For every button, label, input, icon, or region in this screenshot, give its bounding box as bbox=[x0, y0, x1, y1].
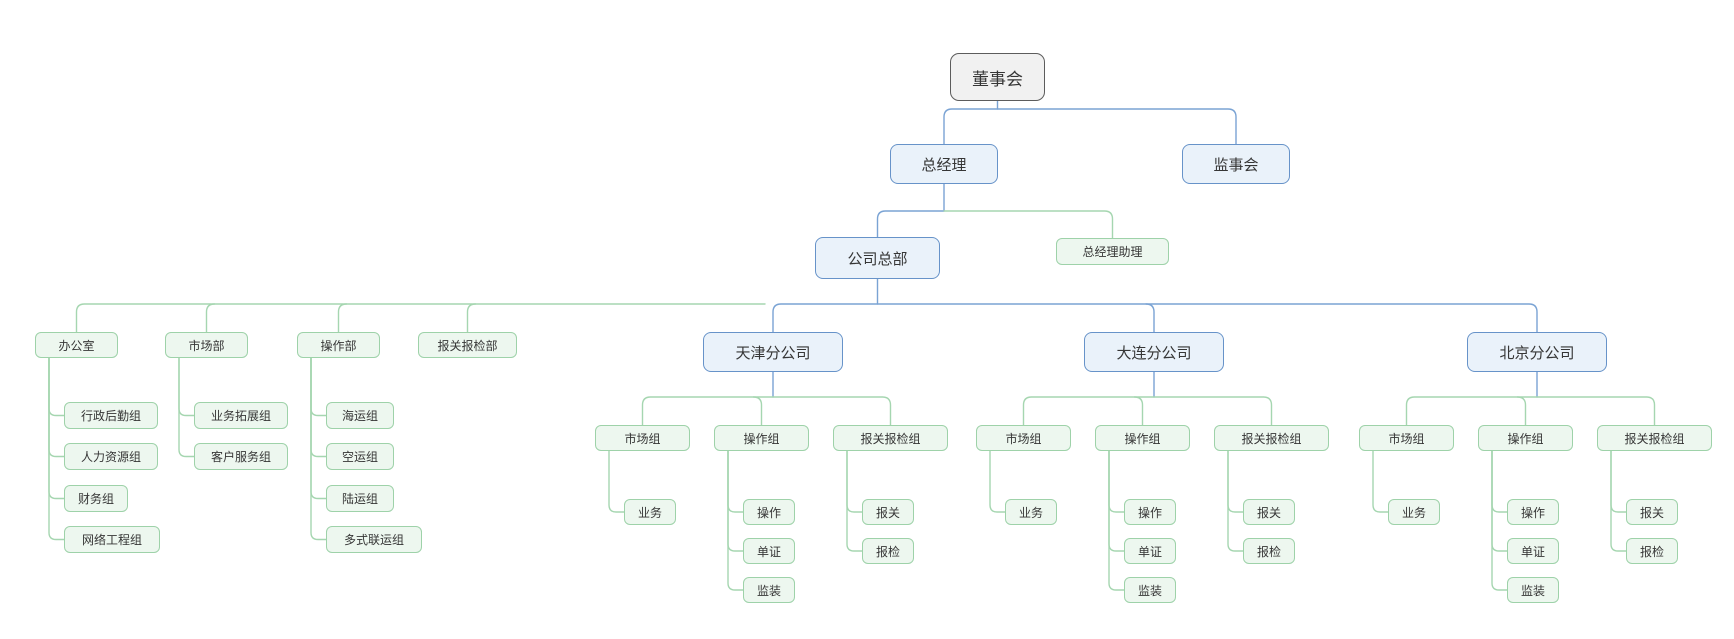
node-branch-tianjin[interactable]: 天津分公司 bbox=[703, 332, 843, 372]
node-tianjin-customs-group[interactable]: 报关报检组 bbox=[833, 425, 948, 451]
node-beijing-operation[interactable]: 操作 bbox=[1507, 499, 1559, 525]
node-beijing-business[interactable]: 业务 bbox=[1388, 499, 1440, 525]
node-dalian-docs[interactable]: 单证 bbox=[1124, 538, 1176, 564]
node-beijing-market-group[interactable]: 市场组 bbox=[1359, 425, 1454, 451]
node-dept-operations[interactable]: 操作部 bbox=[297, 332, 380, 358]
node-dalian-business[interactable]: 业务 bbox=[1005, 499, 1057, 525]
node-general-manager[interactable]: 总经理 bbox=[890, 144, 998, 184]
node-tianjin-business[interactable]: 业务 bbox=[624, 499, 676, 525]
node-tianjin-operation[interactable]: 操作 bbox=[743, 499, 795, 525]
node-dept-office[interactable]: 办公室 bbox=[35, 332, 118, 358]
node-air-freight-group[interactable]: 空运组 bbox=[326, 443, 394, 470]
node-dalian-market-group[interactable]: 市场组 bbox=[976, 425, 1071, 451]
node-dalian-declare[interactable]: 报关 bbox=[1243, 499, 1295, 525]
node-multimodal-group[interactable]: 多式联运组 bbox=[326, 526, 422, 553]
node-tianjin-supervision[interactable]: 监装 bbox=[743, 577, 795, 603]
node-dalian-operation[interactable]: 操作 bbox=[1124, 499, 1176, 525]
node-dept-marketing[interactable]: 市场部 bbox=[165, 332, 248, 358]
node-tianjin-ops-group[interactable]: 操作组 bbox=[714, 425, 809, 451]
node-finance-group[interactable]: 财务组 bbox=[64, 485, 128, 512]
node-admin-logistics-group[interactable]: 行政后勤组 bbox=[64, 402, 158, 429]
node-beijing-ops-group[interactable]: 操作组 bbox=[1478, 425, 1573, 451]
node-beijing-customs-group[interactable]: 报关报检组 bbox=[1597, 425, 1712, 451]
node-dalian-ops-group[interactable]: 操作组 bbox=[1095, 425, 1190, 451]
node-dalian-customs-group[interactable]: 报关报检组 bbox=[1214, 425, 1329, 451]
node-branch-dalian[interactable]: 大连分公司 bbox=[1084, 332, 1224, 372]
node-supervisory-board[interactable]: 监事会 bbox=[1182, 144, 1290, 184]
node-gm-assistant[interactable]: 总经理助理 bbox=[1056, 238, 1169, 265]
node-tianjin-declare[interactable]: 报关 bbox=[862, 499, 914, 525]
node-dept-customs[interactable]: 报关报检部 bbox=[418, 332, 517, 358]
node-tianjin-docs[interactable]: 单证 bbox=[743, 538, 795, 564]
node-beijing-docs[interactable]: 单证 bbox=[1507, 538, 1559, 564]
node-tianjin-market-group[interactable]: 市场组 bbox=[595, 425, 690, 451]
node-beijing-declare[interactable]: 报关 bbox=[1626, 499, 1678, 525]
node-beijing-supervision[interactable]: 监装 bbox=[1507, 577, 1559, 603]
node-land-freight-group[interactable]: 陆运组 bbox=[326, 485, 394, 512]
node-biz-dev-group[interactable]: 业务拓展组 bbox=[194, 402, 288, 429]
node-sea-freight-group[interactable]: 海运组 bbox=[326, 402, 394, 429]
node-tianjin-inspection[interactable]: 报检 bbox=[862, 538, 914, 564]
node-board-of-directors[interactable]: 董事会 bbox=[950, 53, 1045, 101]
node-dalian-supervision[interactable]: 监装 bbox=[1124, 577, 1176, 603]
node-headquarters[interactable]: 公司总部 bbox=[815, 237, 940, 279]
node-network-eng-group[interactable]: 网络工程组 bbox=[64, 526, 160, 553]
node-hr-group[interactable]: 人力资源组 bbox=[64, 443, 158, 470]
node-customer-service-group[interactable]: 客户服务组 bbox=[194, 443, 288, 470]
node-branch-beijing[interactable]: 北京分公司 bbox=[1467, 332, 1607, 372]
node-beijing-inspection[interactable]: 报检 bbox=[1626, 538, 1678, 564]
node-dalian-inspection[interactable]: 报检 bbox=[1243, 538, 1295, 564]
